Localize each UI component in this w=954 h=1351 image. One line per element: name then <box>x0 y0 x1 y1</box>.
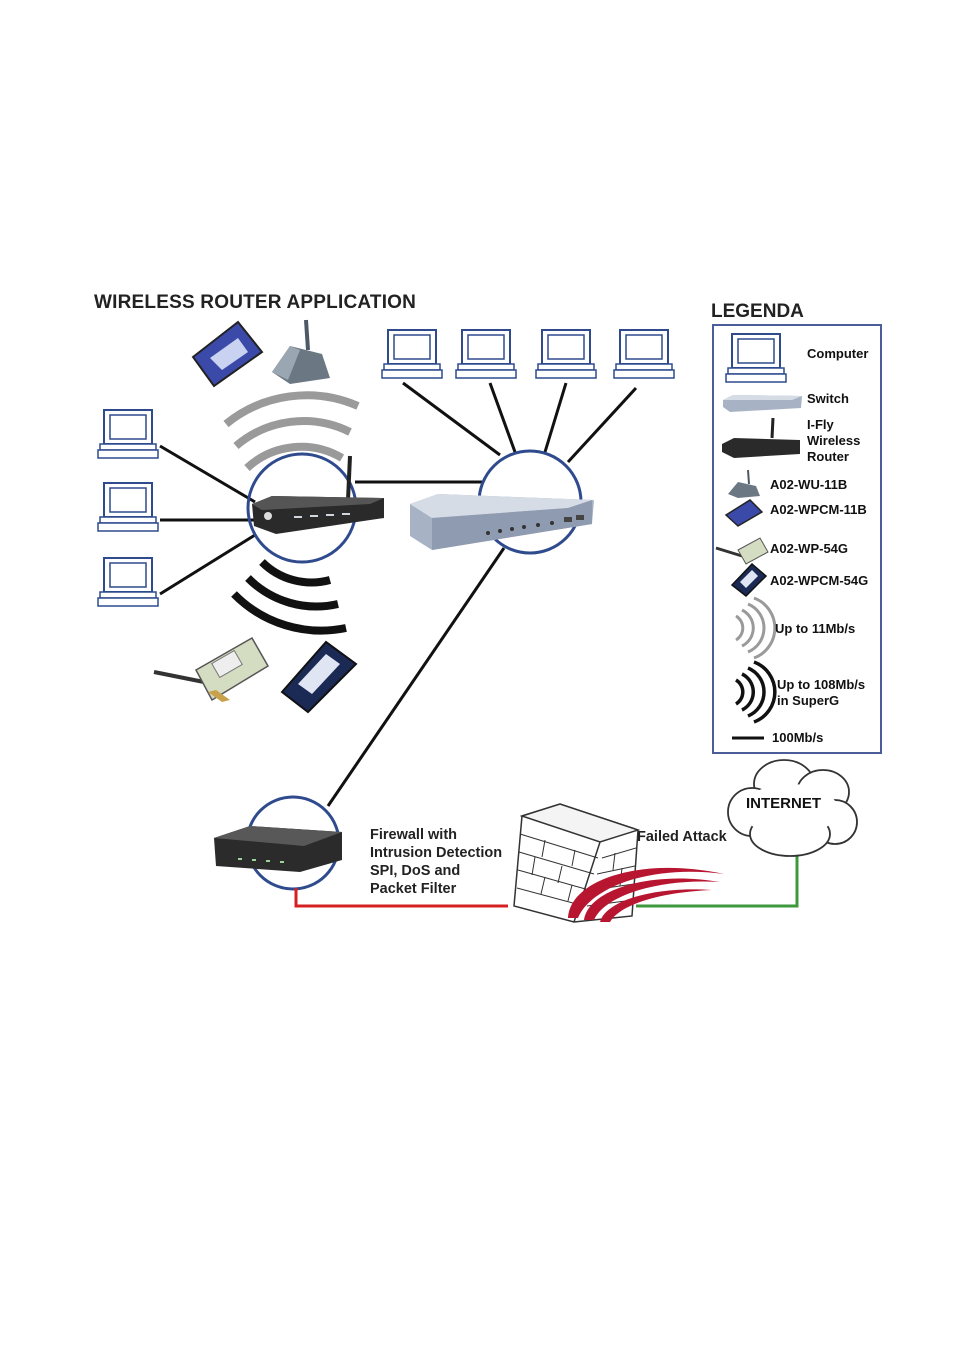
firewall-label-line: SPI, DoS and <box>370 863 461 879</box>
failed-attack-label: Failed Attack <box>637 829 727 845</box>
legend-title: LEGENDA <box>711 301 804 322</box>
legend-speed108-line: Up to 108Mb/s <box>777 677 866 692</box>
legend-box <box>712 324 882 754</box>
firewall-label: Firewall with Intrusion Detection SPI, D… <box>370 826 502 898</box>
legend-router-line: Wireless <box>807 433 861 448</box>
computer-icon <box>97 482 159 532</box>
computer-icon <box>455 329 517 379</box>
computer-icon <box>613 329 675 379</box>
gateway-router-icon <box>214 826 342 872</box>
pcmcia-card-54g-icon <box>280 640 358 714</box>
legend-pci-card-icon <box>715 537 769 565</box>
computer-icon <box>97 409 159 459</box>
computer-icon <box>97 557 159 607</box>
internet-cloud-icon <box>727 759 858 857</box>
red-link <box>294 888 508 908</box>
legend-usb-adapter-icon <box>728 469 760 498</box>
legend-speed108-line: in SuperG <box>777 693 840 708</box>
firewall-icon <box>513 803 641 923</box>
firewall-label-line: Packet Filter <box>370 881 457 897</box>
computer-icon <box>535 329 597 379</box>
legend-switch-icon <box>723 395 802 412</box>
computer-icon <box>381 329 443 379</box>
firewall-label-line: Firewall with <box>370 827 458 843</box>
legend-switch-label: Switch <box>807 391 849 406</box>
legend-router-label: I-Fly Wireless Router <box>807 417 860 465</box>
wireless-waves-11mb <box>223 391 360 471</box>
legend-wave-11mb-icon <box>735 596 777 660</box>
usb-adapter-icon <box>272 319 330 384</box>
legend-wu11b-label: A02-WU-11B <box>770 477 848 492</box>
legend-computer-label: Computer <box>807 346 869 361</box>
internet-label: INTERNET <box>746 795 821 812</box>
legend-wpcm54g-label: A02-WPCM-54G <box>770 573 869 588</box>
lan-links <box>159 381 638 807</box>
switch-icon <box>410 494 594 550</box>
legend-speed11-label: Up to 11Mb/s <box>775 621 856 636</box>
wireless-router-icon <box>252 455 384 534</box>
diagram-title: WIRELESS ROUTER APPLICATION <box>94 292 417 313</box>
firewall-label-line: Intrusion Detection <box>370 845 503 861</box>
green-link <box>636 856 799 908</box>
pcmcia-card-11b-icon <box>191 320 264 388</box>
legend-wave-108mb-icon <box>734 660 777 724</box>
legend-lan-label: 100Mb/s <box>772 730 824 745</box>
legend-pcmcia-54g-icon <box>730 562 768 598</box>
legend-speed108-label: Up to 108Mb/s in SuperG <box>777 677 865 709</box>
legend-wp54g-label: A02-WP-54G <box>770 541 849 556</box>
wireless-waves-108mb <box>231 559 347 635</box>
pci-card-icon <box>153 636 270 702</box>
legend-router-line: I-Fly <box>807 417 834 432</box>
attack-stripes <box>568 867 724 922</box>
legend-pcmcia-11b-icon <box>724 499 764 527</box>
legend-router-line: Router <box>807 449 849 464</box>
legend-wpcm11b-label: A02-WPCM-11B <box>770 502 867 517</box>
legend-router-icon <box>722 417 800 458</box>
